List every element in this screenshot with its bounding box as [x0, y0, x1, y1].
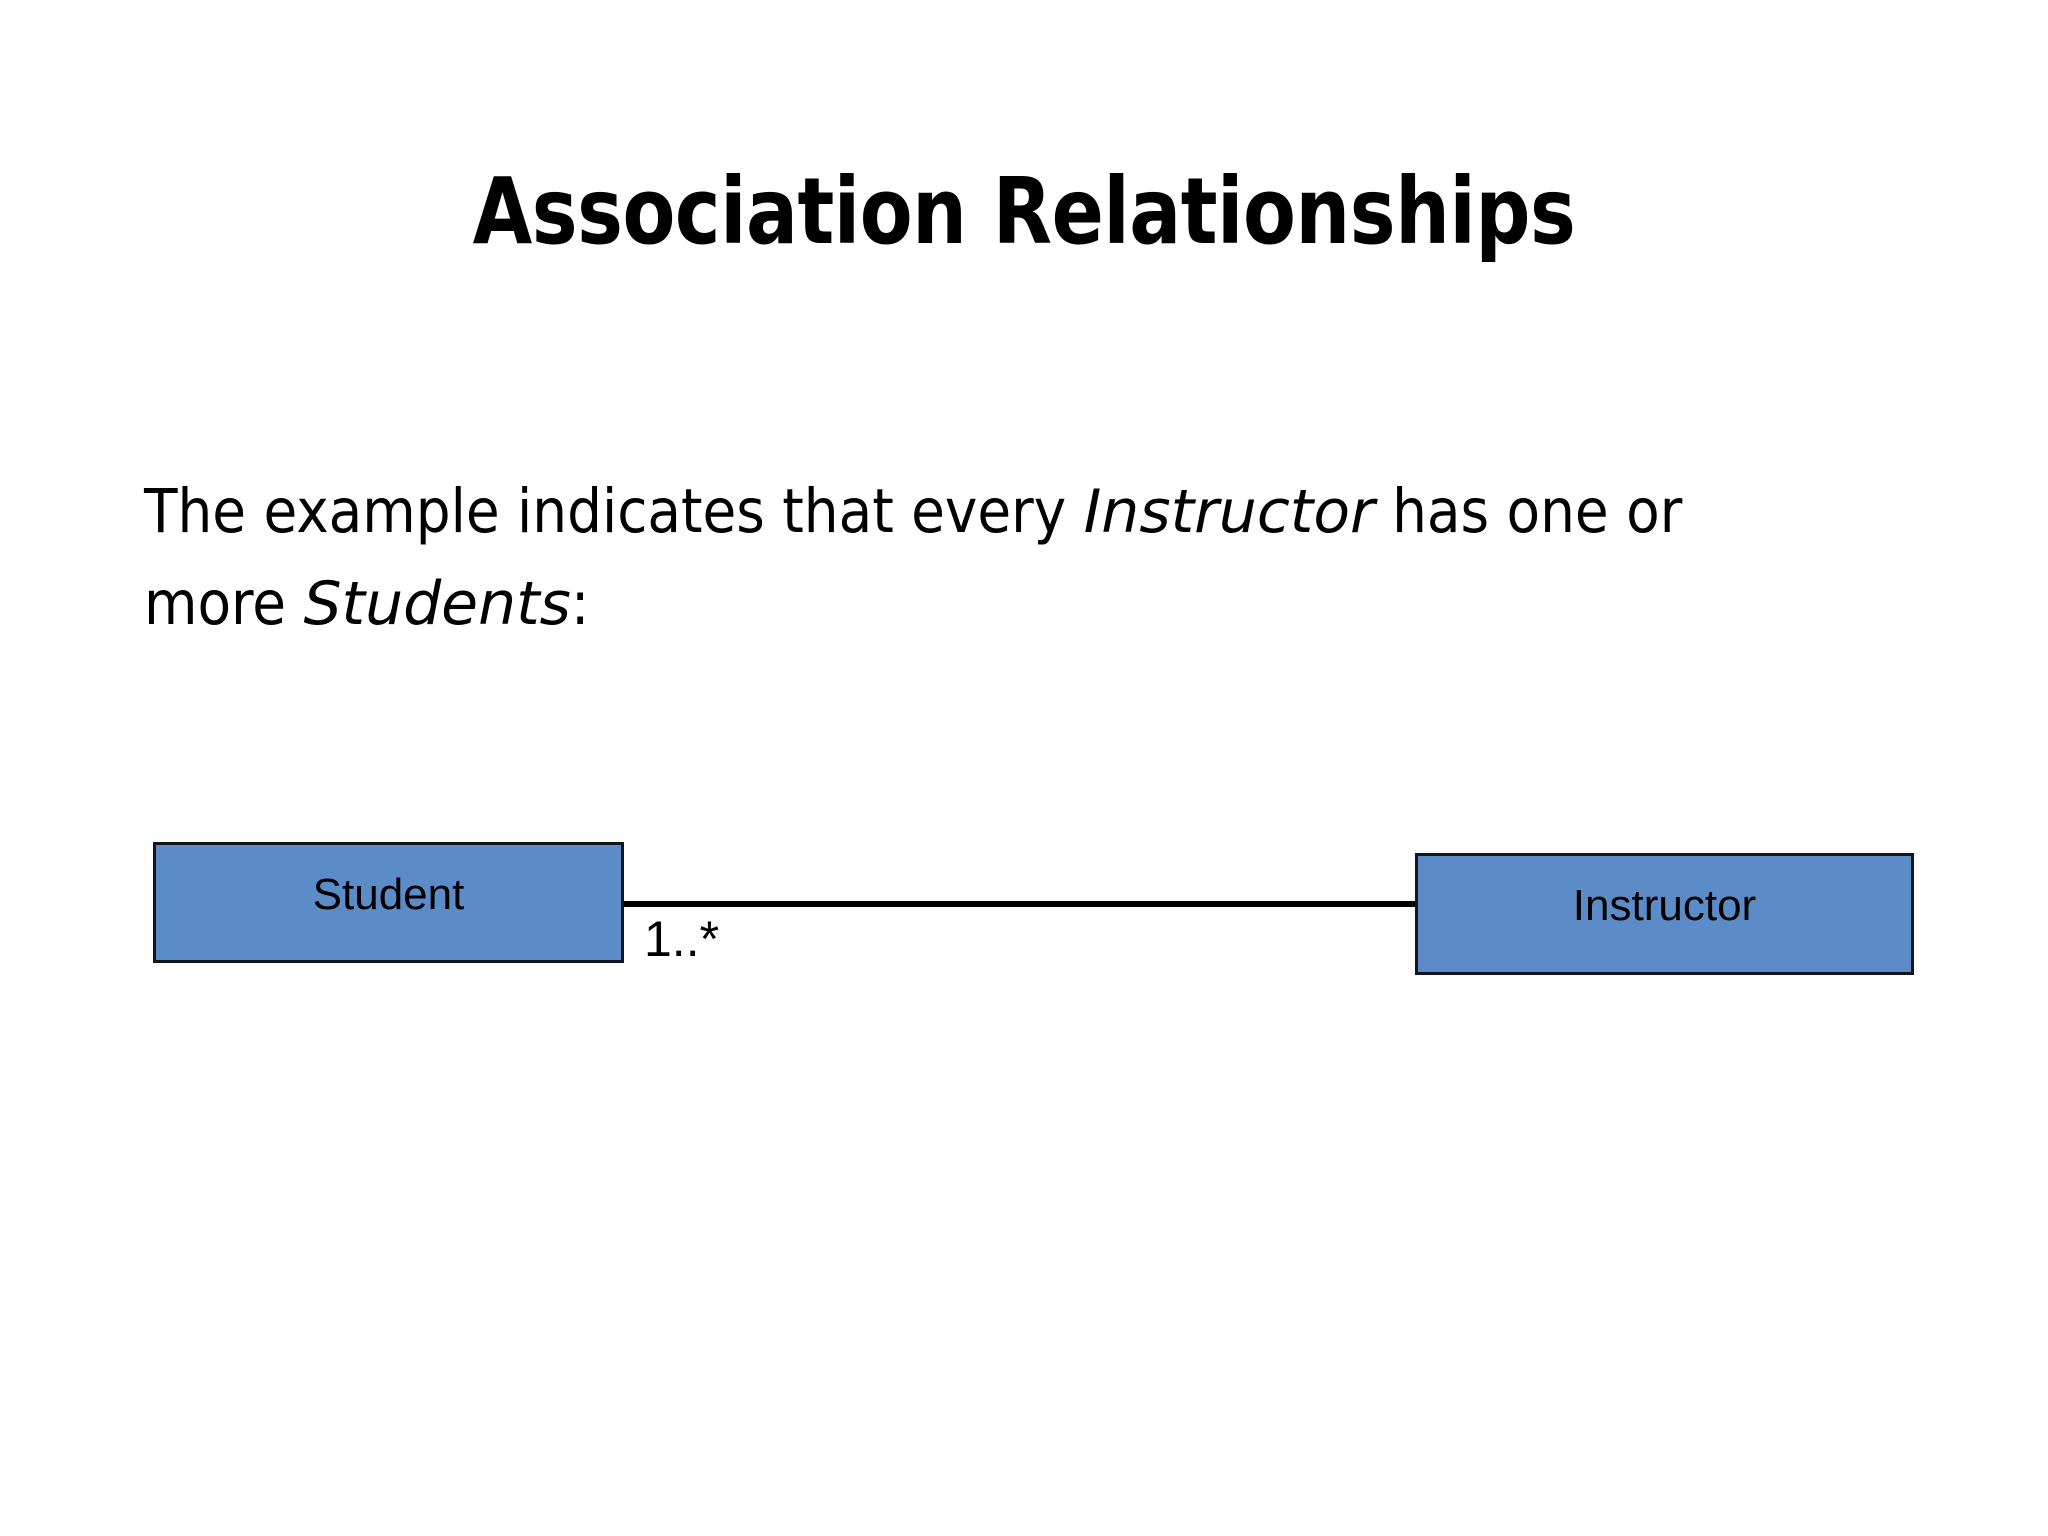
body-line-2: more Students:	[144, 558, 1944, 650]
multiplicity-label-student-end: 1..*	[644, 911, 720, 967]
body-paragraph: The example indicates that every Instruc…	[144, 466, 1944, 650]
page-title: Association Relationships	[472, 157, 1576, 265]
association-connector-line	[622, 901, 1418, 907]
body-line-1-text-before: The example indicates that every	[144, 476, 1084, 547]
uml-class-label-student: Student	[312, 869, 465, 919]
emphasis-instructor: Instructor	[1083, 477, 1375, 547]
body-line-2-text-after: :	[570, 568, 590, 639]
uml-class-label-instructor: Instructor	[1572, 881, 1757, 930]
body-line-2-text-before: more	[144, 568, 304, 639]
uml-class-box-instructor[interactable]: Instructor	[1415, 853, 1914, 975]
body-line-1: The example indicates that every Instruc…	[144, 466, 1944, 558]
uml-class-box-student[interactable]: Student	[153, 842, 624, 963]
body-line-1-text-after: has one or	[1374, 476, 1683, 547]
emphasis-students: Students	[303, 569, 571, 639]
